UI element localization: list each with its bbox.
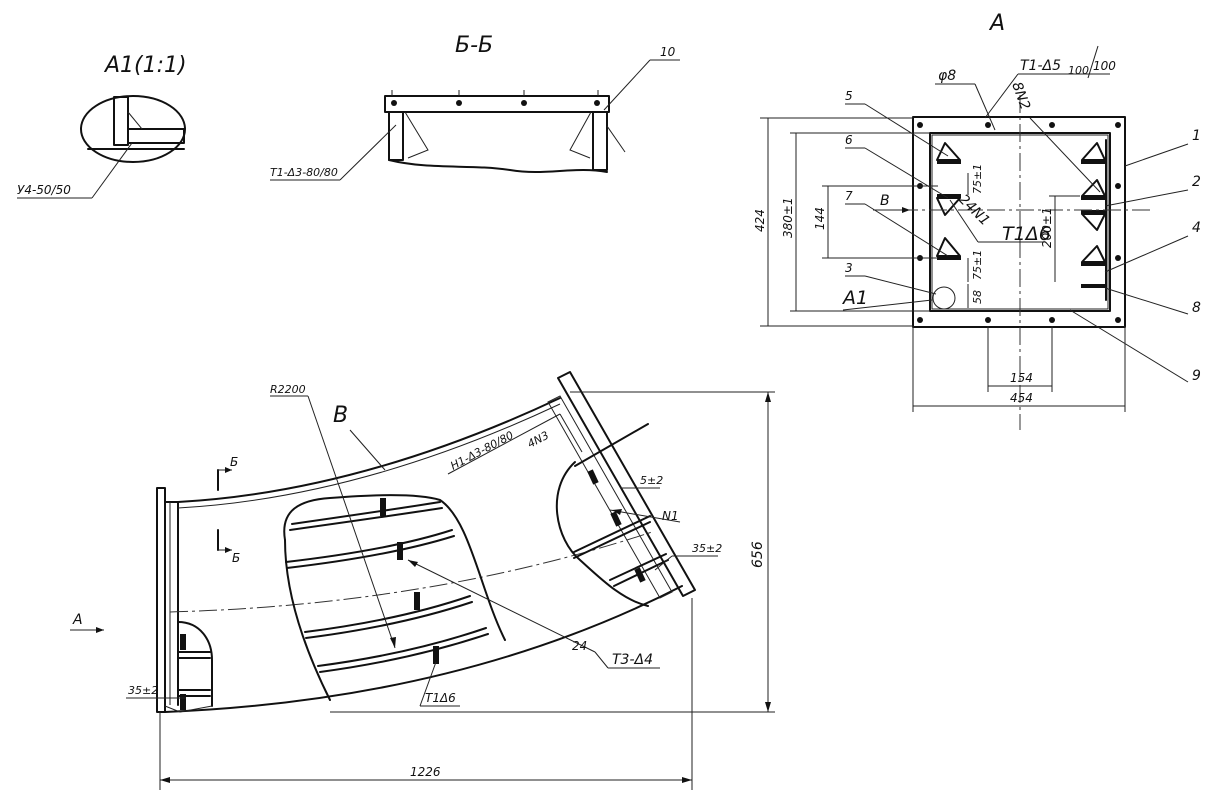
dim-75-top: 75±1 bbox=[971, 164, 984, 194]
section-title: Б-Б bbox=[455, 33, 493, 58]
part-6: 6 bbox=[845, 133, 853, 147]
main-weld-t3: Т3-Δ4 bbox=[612, 652, 653, 668]
view-a-label-a1: A1 bbox=[841, 287, 868, 309]
view-a-weld-ratio-a: 100 bbox=[1068, 64, 1089, 77]
radius-label: R2200 bbox=[270, 383, 306, 396]
part-3: 3 bbox=[845, 261, 853, 275]
view-a-bottom-dimensions: 154 454 bbox=[912, 326, 1126, 412]
dim-200: 200±1 bbox=[1040, 207, 1054, 248]
main-dim-35-left: 35±2 bbox=[128, 684, 158, 697]
right-flange bbox=[557, 371, 696, 597]
detail-a1: A1(1:1) У4-50/50 bbox=[17, 53, 187, 199]
section-flange bbox=[384, 95, 610, 113]
detail-title: A1(1:1) bbox=[103, 53, 187, 78]
section-weld-label: Т1-Δ3-80/80 bbox=[270, 166, 338, 179]
hole-diameter: φ8 bbox=[938, 68, 956, 84]
main-dim-656: 656 bbox=[750, 541, 766, 568]
section-leader-10: 10 bbox=[660, 45, 676, 59]
main-dim-35-right: 35±2 bbox=[692, 542, 722, 555]
detail-weld-label: У4-50/50 bbox=[17, 183, 71, 197]
view-a-right-stiffeners bbox=[1081, 139, 1107, 301]
dim-144: 144 bbox=[813, 207, 827, 230]
cut-b-bottom: Б bbox=[232, 551, 240, 565]
dim-154: 154 bbox=[1010, 371, 1033, 385]
main-view-b-label: B bbox=[333, 403, 348, 428]
view-a-title: A bbox=[988, 11, 1005, 36]
dim-58: 58 bbox=[971, 290, 984, 304]
dim-380: 380±1 bbox=[781, 197, 795, 238]
main-weld-t1: Т1Δ6 bbox=[425, 691, 456, 705]
view-a-left-dimensions: 424 380±1 144 75±1 75±1 58 200±1 bbox=[753, 117, 1080, 327]
note-8n2: 8N2 bbox=[1008, 80, 1033, 112]
part-4: 4 bbox=[1192, 220, 1201, 236]
part-9: 9 bbox=[1192, 368, 1201, 384]
view-a-weld-mid: Т1Δ6 bbox=[1002, 223, 1051, 245]
main-elbow-view: R2200 B Б Б A Н1-Δ3-80/80 4N3 5±2 N1 35±… bbox=[70, 371, 775, 790]
hatched-plate-vertical bbox=[113, 96, 129, 146]
dim-75-bot: 75±1 bbox=[971, 250, 984, 280]
section-bb: Б-Б 10 Т1-Δ3-80/80 bbox=[270, 33, 680, 181]
main-dim-5: 5±2 bbox=[640, 474, 663, 487]
view-a-label-b: B bbox=[880, 193, 890, 209]
main-note-4n3: 4N3 bbox=[525, 429, 551, 451]
part-1: 1 bbox=[1192, 128, 1201, 144]
view-a-weld-top: Т1-Δ5 bbox=[1020, 58, 1061, 74]
view-a: A bbox=[753, 11, 1201, 430]
part-5: 5 bbox=[845, 89, 853, 103]
part-7: 7 bbox=[845, 189, 853, 203]
main-leader-24: 24 bbox=[572, 639, 587, 653]
main-weld-top: Н1-Δ3-80/80 bbox=[448, 429, 515, 473]
left-flange bbox=[156, 487, 166, 713]
hatched-plate-horizontal bbox=[127, 128, 185, 144]
view-a-outer-frame bbox=[912, 116, 1126, 328]
view-a-left-stiffeners bbox=[936, 142, 961, 260]
main-arrow-a-label: A bbox=[72, 612, 83, 628]
part-2: 2 bbox=[1192, 174, 1201, 190]
part-8: 8 bbox=[1192, 300, 1201, 316]
view-a-weld-ratio-b: 100 bbox=[1093, 59, 1116, 73]
main-dim-1226: 1226 bbox=[410, 765, 441, 779]
dim-424: 424 bbox=[753, 209, 767, 232]
cut-b-top: Б bbox=[230, 455, 238, 469]
dim-454: 454 bbox=[1010, 391, 1033, 405]
